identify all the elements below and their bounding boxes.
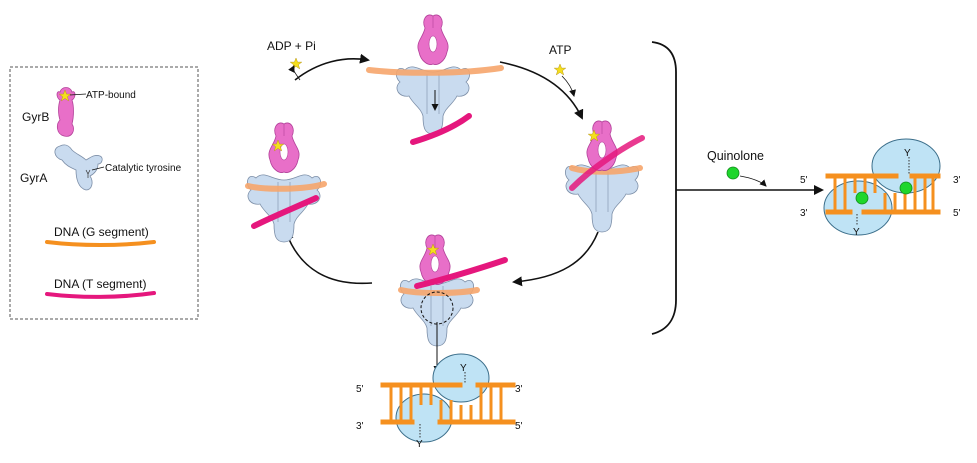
cleaved-bottom-3prime-right: 3' — [515, 384, 523, 395]
cycle-arrows: ADP + Pi ATP — [267, 39, 599, 287]
gyrase-state-left — [245, 122, 327, 243]
catalytic-tyrosine-label: Catalytic tyrosine — [105, 163, 182, 174]
quinolone-label: Quinolone — [707, 149, 764, 163]
dna-g-segment-label: DNA (G segment) — [54, 225, 149, 239]
adp-pi-label: ADP + Pi — [267, 39, 316, 53]
arrow-bottom-right — [512, 231, 599, 287]
quinolone-dot — [726, 166, 740, 180]
dna-t-segment-label: DNA (T segment) — [54, 277, 146, 291]
cleaved-bottom-y-top: Y — [460, 363, 467, 374]
gyrB-label: GyrB — [22, 110, 49, 124]
gyrase-state-top — [366, 14, 504, 145]
t-segment-swatch — [45, 291, 156, 299]
cleaved-right-y-top: Y — [904, 148, 911, 159]
arrow-top-left — [294, 53, 370, 81]
cleaved-bottom-y-bottom: Y — [416, 439, 423, 450]
g-segment-swatch — [45, 240, 156, 247]
legend-panel: ATP-bound GyrB Catalytic tyrosine GyrA D… — [9, 66, 199, 320]
cleaved-bottom-3prime-left: 3' — [356, 421, 364, 432]
gyrA-label: GyrA — [20, 171, 47, 185]
gyrase-state-right — [564, 120, 645, 233]
atp-binding-star-icon — [553, 63, 567, 76]
bracket — [651, 41, 677, 335]
cleaved-right-3prime-right: 3' — [953, 175, 961, 186]
cleaved-complex-quinolone: Y Y 5' 3' 3' 5' — [800, 138, 961, 238]
quinolone-step: Quinolone — [676, 149, 824, 195]
arrow-top-right — [499, 61, 584, 120]
cleaved-right-5prime-right: 5' — [953, 208, 961, 219]
cleaved-right-5prime-left: 5' — [800, 175, 808, 186]
arrow-bottom-left — [284, 230, 373, 285]
cleaved-dna-bottom: Y Y 5' 3' 3' 5' — [356, 353, 523, 450]
cleaved-bottom-5prime-left: 5' — [356, 384, 364, 395]
cleaved-bottom-5prime-right: 5' — [515, 421, 523, 432]
cleaved-right-y-bottom: Y — [853, 227, 860, 238]
cleaved-right-3prime-left: 3' — [800, 208, 808, 219]
atp-label: ATP — [549, 43, 571, 57]
gyrase-state-bottom — [398, 234, 508, 373]
adp-star-icon — [289, 57, 303, 70]
gyrB-legend-icon — [56, 87, 76, 137]
atp-bound-label: ATP-bound — [86, 90, 136, 101]
gyrA-legend-icon — [54, 144, 103, 191]
quinolone-bound-dot-lower — [855, 191, 869, 205]
quinolone-bound-dot-upper — [899, 181, 913, 195]
